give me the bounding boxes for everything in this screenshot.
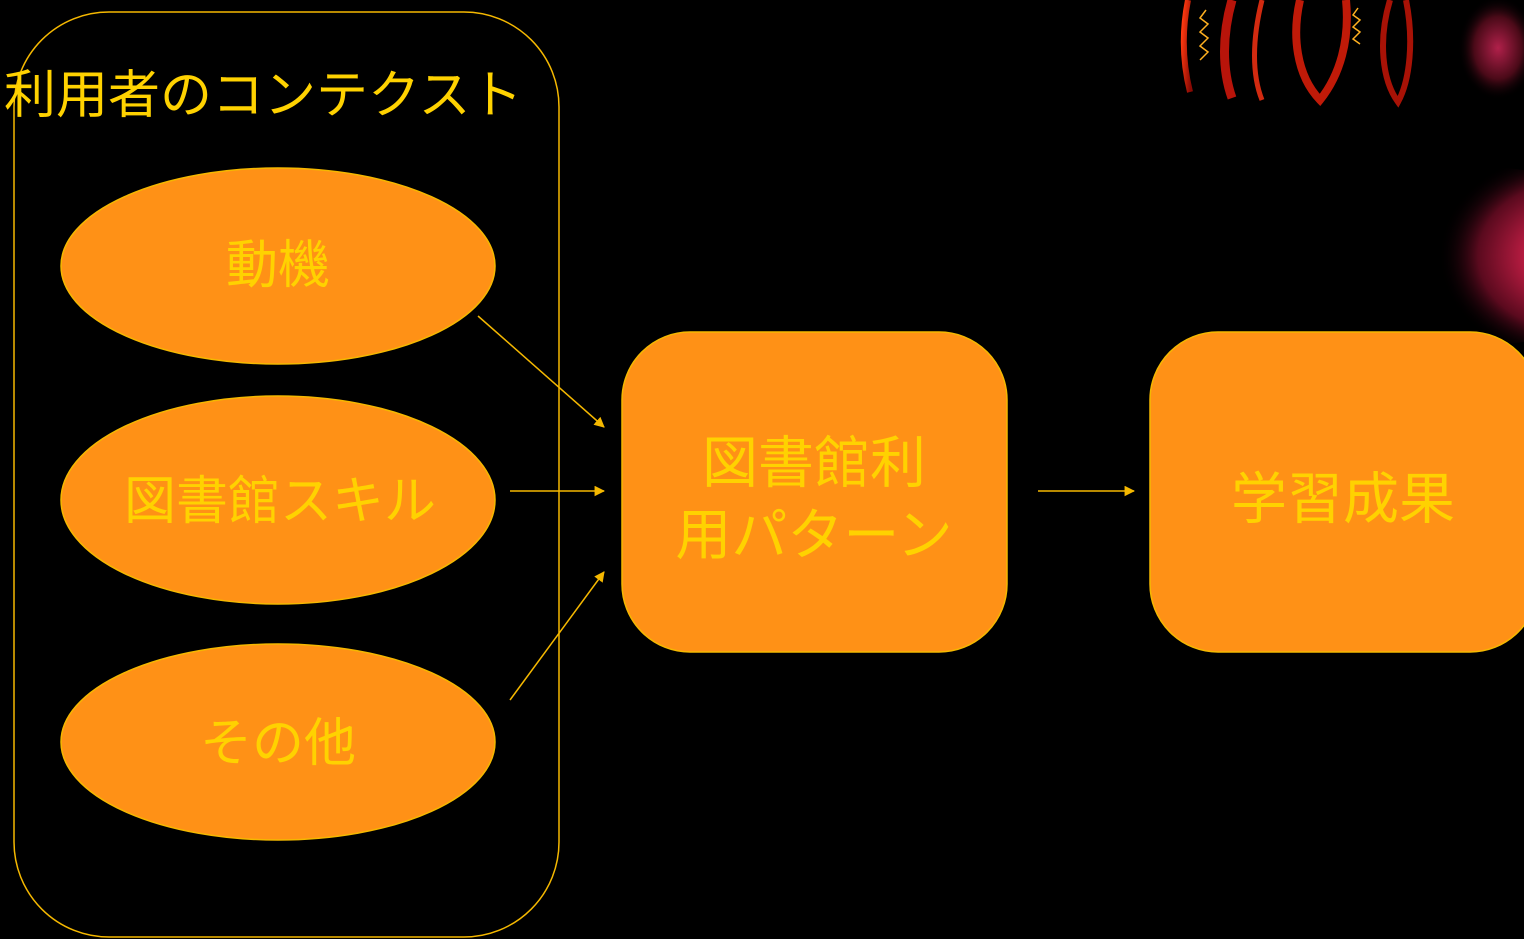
learning-outcome-label: 学習成果 xyxy=(1231,468,1455,533)
library-skills-node[interactable]: 図書館スキル xyxy=(60,395,496,605)
learning-outcome-node[interactable]: 学習成果 xyxy=(1149,331,1524,653)
other-factors-label: その他 xyxy=(200,714,356,774)
flame-ornament-icon xyxy=(1180,0,1524,108)
glowing-orb-icon xyxy=(1390,168,1524,344)
library-skills-label: 図書館スキル xyxy=(124,472,436,532)
arrow-motivation-to-usage xyxy=(477,315,605,428)
library-usage-pattern-line2: 用パターン xyxy=(675,504,952,569)
user-context-group-title: 利用者のコンテクスト xyxy=(4,66,522,126)
motivation-label: 動機 xyxy=(226,236,330,296)
library-usage-pattern-node[interactable]: 図書館利 用パターン xyxy=(621,331,1008,653)
arrow-other-to-usage xyxy=(509,571,605,701)
motivation-node[interactable]: 動機 xyxy=(60,167,496,365)
library-usage-pattern-line1: 図書館利 xyxy=(702,432,926,497)
other-factors-node[interactable]: その他 xyxy=(60,643,496,841)
user-context-group-frame xyxy=(13,11,560,938)
